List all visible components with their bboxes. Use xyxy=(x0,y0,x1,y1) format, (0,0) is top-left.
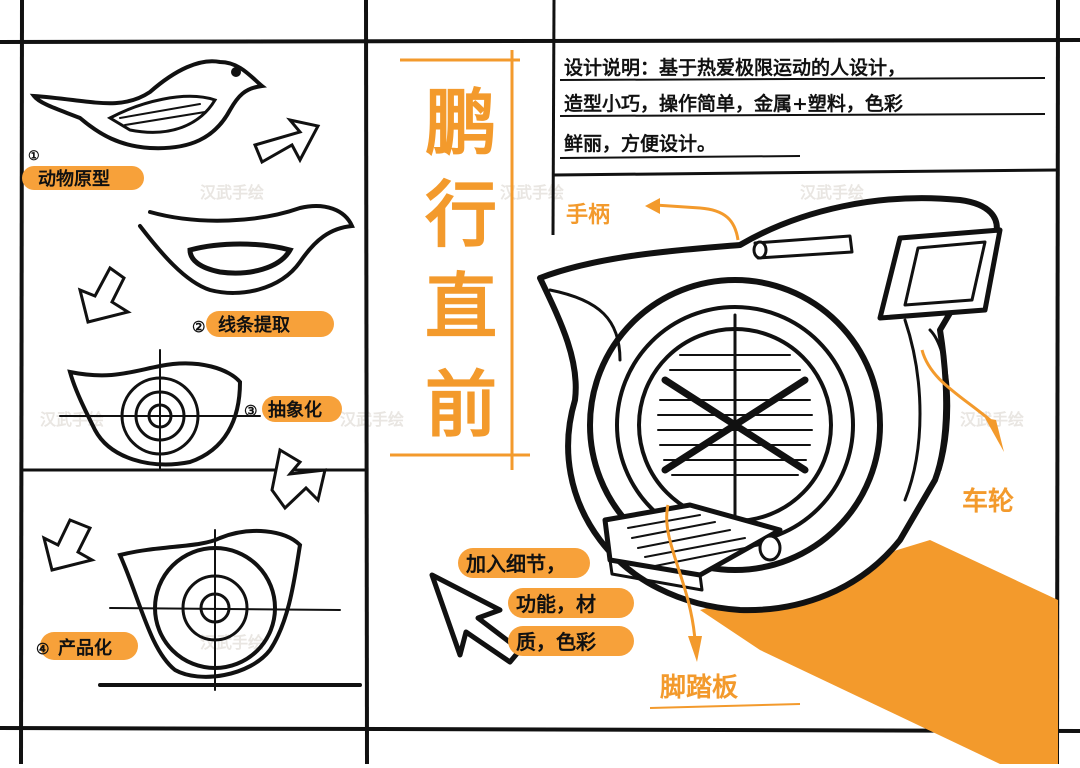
step-label: 动物原型 xyxy=(38,168,110,190)
details-line: 功能，材 xyxy=(516,592,596,616)
underline xyxy=(559,113,1046,117)
description-block: 设计说明：基于热爱极限运动的人设计， 造型小巧，操作简单，金属+塑料，色彩 鲜丽… xyxy=(559,56,1046,159)
step-label-bg xyxy=(262,396,342,422)
watermark: 汉武手绘 xyxy=(500,183,564,202)
scooter-product-sketch xyxy=(537,195,1003,614)
description-line: 设计说明：基于热爱极限运动的人设计， xyxy=(564,56,906,79)
details-callout: 加入细节， 功能，材 质，色彩 xyxy=(458,548,634,656)
arrow-icon xyxy=(77,265,132,324)
underline xyxy=(559,155,801,159)
arrowhead-icon xyxy=(688,636,702,662)
title-char: 直 xyxy=(425,264,497,349)
step-label-bg xyxy=(22,166,144,190)
watermark: 汉武手绘 xyxy=(200,183,264,202)
line-extraction-sketch xyxy=(138,204,355,295)
details-line: 质，色彩 xyxy=(516,630,596,654)
step-label-bg xyxy=(206,311,334,337)
product-sketch xyxy=(98,528,362,691)
step-label: 抽象化 xyxy=(268,399,322,421)
watermark: 汉武手绘 xyxy=(200,633,264,652)
title-block: 鹏 行 直 前 xyxy=(390,50,530,470)
step-number: ④ xyxy=(36,640,49,658)
callout-leader xyxy=(920,349,991,422)
divider-line xyxy=(551,0,556,236)
watermark: 汉武手绘 xyxy=(340,410,404,429)
arrow-icon xyxy=(429,572,523,665)
description-line: 造型小巧，操作简单，金属+塑料，色彩 xyxy=(564,92,903,115)
watermark: 汉武手绘 xyxy=(800,183,864,202)
arrow-icon xyxy=(41,518,96,572)
callout-leader xyxy=(665,504,697,641)
frame-top-line xyxy=(0,38,1080,44)
title-char: 鹏 xyxy=(425,80,497,165)
abstraction-sketch xyxy=(59,349,261,471)
arrowhead-icon xyxy=(645,198,660,214)
wheel-callout: 车轮 xyxy=(920,349,1014,517)
frame-left-line xyxy=(19,0,24,765)
step-number: ① xyxy=(28,149,40,164)
step-number: ③ xyxy=(244,402,257,420)
divider-line xyxy=(553,168,1059,177)
pedal-callout: 脚踏板 xyxy=(649,504,801,709)
handle-callout: 手柄 xyxy=(566,198,740,241)
title-char: 前 xyxy=(425,362,497,447)
description-line: 鲜丽，方便设计。 xyxy=(564,132,716,155)
underline xyxy=(649,703,801,709)
callout-bg xyxy=(508,626,634,656)
arrowhead-icon xyxy=(985,418,1004,452)
callout-leader xyxy=(654,203,740,241)
title-char: 行 xyxy=(425,172,497,257)
arrow-icon xyxy=(252,117,321,165)
arrow-icon xyxy=(270,447,327,511)
step-label-bg xyxy=(40,632,138,660)
bird-sketch xyxy=(29,59,267,151)
callout-bg xyxy=(458,548,590,578)
underline xyxy=(559,77,1046,81)
callout-label: 车轮 xyxy=(962,486,1014,517)
frame-bottom-line xyxy=(0,726,1080,733)
callout-label: 手柄 xyxy=(566,202,610,228)
step-label: 产品化 xyxy=(58,637,112,659)
callout-bg xyxy=(508,588,634,618)
frame-mid-line xyxy=(364,0,369,765)
step-label: 线条提取 xyxy=(218,314,291,336)
step-number: ② xyxy=(192,318,205,336)
callout-label: 脚踏板 xyxy=(660,673,738,703)
details-line: 加入细节， xyxy=(465,552,566,576)
